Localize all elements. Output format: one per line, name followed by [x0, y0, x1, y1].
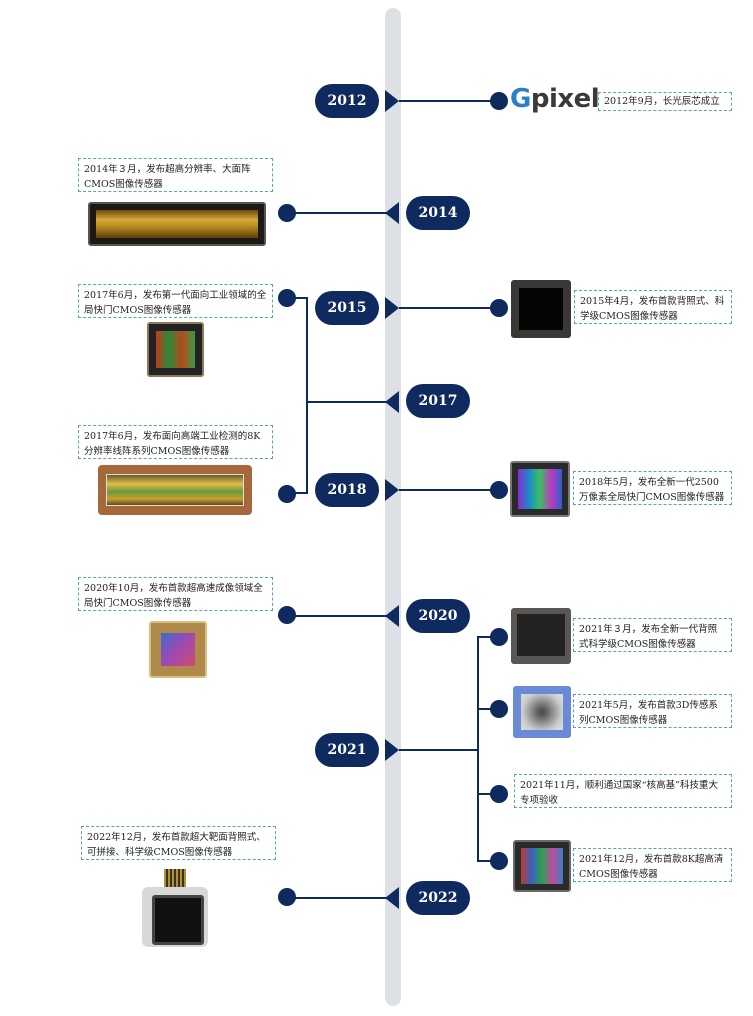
event-2021-03: 2021年３月，发布全新一代背照式科学级CMOS图像传感器	[573, 618, 732, 652]
connector-2017-b	[288, 492, 308, 494]
connector-2021	[399, 749, 479, 751]
event-2017-06-b: 2017年6月，发布面向高端工业检测的8K分辨率线阵系列CMOS图像传感器	[78, 425, 273, 459]
connector-2021-11	[477, 793, 497, 795]
connector-2012	[399, 100, 499, 102]
arrow-2014	[385, 202, 399, 224]
sensor-image-2017-a	[147, 322, 204, 377]
connector-2015	[399, 307, 499, 309]
node-2015	[490, 299, 508, 317]
event-2020-10: 2020年10月，发布首款超高速成像领域全局快门CMOS图像传感器	[78, 577, 273, 611]
connector-2021-12	[477, 860, 497, 862]
year-2018: 2018	[315, 473, 379, 507]
node-2017-b	[278, 485, 296, 503]
year-2020: 2020	[406, 599, 470, 633]
connector-2020	[288, 615, 388, 617]
event-2015-04: 2015年4月，发布首款背照式、科学级CMOS图像传感器	[574, 290, 732, 324]
sensor-image-2017-b	[98, 465, 252, 515]
year-2012: 2012	[315, 84, 379, 118]
node-2021-05	[490, 700, 508, 718]
year-2017: 2017	[406, 384, 470, 418]
sensor-image-2021-12	[513, 840, 571, 892]
node-2020	[278, 606, 296, 624]
event-2022-12: 2022年12月，发布首款超大靶面背照式、可拼接、科学级CMOS图像传感器	[81, 826, 276, 860]
event-2012-09: 2012年9月，长光辰芯成立	[598, 92, 732, 111]
sensor-image-2014	[88, 202, 266, 246]
node-2022	[278, 888, 296, 906]
event-2021-11: 2021年11月，顺利通过国家“核高基”科技重大专项验收	[514, 774, 732, 808]
arrow-2012	[385, 90, 399, 112]
event-2018-05: 2018年5月，发布全新一代2500万像素全局快门CMOS图像传感器	[573, 471, 732, 505]
node-2017-a	[278, 289, 296, 307]
node-2014	[278, 204, 296, 222]
arrow-2018	[385, 479, 399, 501]
connector-2017	[306, 401, 388, 403]
connector-2014	[288, 212, 388, 214]
node-2021-11	[490, 785, 508, 803]
sensor-image-2021-03	[511, 608, 571, 664]
sensor-image-2018	[510, 461, 570, 517]
arrow-2020	[385, 605, 399, 627]
connector-2018	[399, 489, 499, 491]
node-2018	[490, 481, 508, 499]
timeline-spine	[385, 8, 401, 1006]
sensor-image-2020	[149, 621, 207, 678]
arrow-2017	[385, 391, 399, 413]
event-2017-06-a: 2017年6月，发布第一代面向工业领域的全局快门CMOS图像传感器	[78, 284, 273, 318]
arrow-2022	[385, 887, 399, 909]
node-2021-12	[490, 852, 508, 870]
year-2015: 2015	[315, 291, 379, 325]
node-2012	[490, 92, 508, 110]
year-2014: 2014	[406, 196, 470, 230]
bracket-2017	[306, 297, 308, 494]
arrow-2015	[385, 297, 399, 319]
sensor-image-2022	[142, 869, 208, 949]
connector-2021-05	[477, 708, 497, 710]
event-2014-03: 2014年３月，发布超高分辨率、大面阵CMOS图像传感器	[78, 158, 273, 192]
connector-2021-03	[477, 636, 497, 638]
sensor-image-2015	[511, 280, 571, 338]
node-2021-03	[490, 628, 508, 646]
connector-2022	[288, 897, 388, 899]
gpixel-logo: Gpixel	[510, 84, 600, 114]
year-2022: 2022	[406, 881, 470, 915]
arrow-2021	[385, 739, 399, 761]
event-2021-05: 2021年5月，发布首款3D传感系列CMOS图像传感器	[573, 694, 732, 728]
connector-2017-a	[288, 297, 308, 299]
sensor-image-2021-05	[513, 686, 571, 738]
year-2021: 2021	[315, 733, 379, 767]
bracket-2021	[477, 636, 479, 862]
event-2021-12: 2021年12月，发布首款8K超高清CMOS图像传感器	[573, 848, 732, 882]
